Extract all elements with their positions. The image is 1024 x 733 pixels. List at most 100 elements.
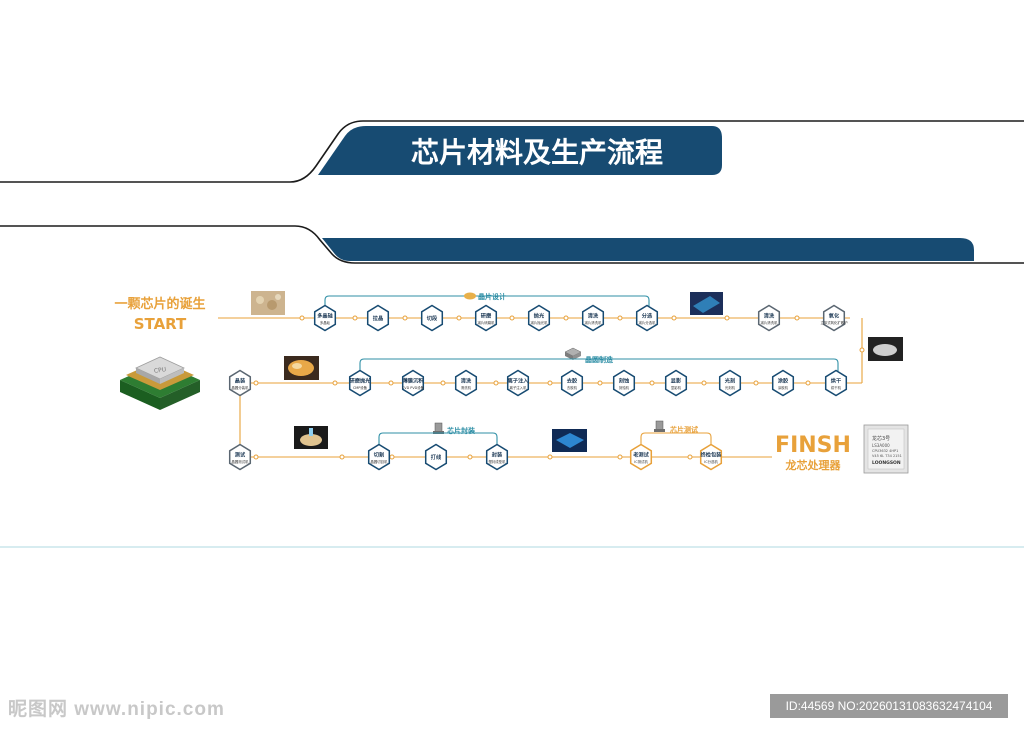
process-step-title: 封装 xyxy=(492,451,503,459)
process-step-equipment: IC分选机 xyxy=(704,459,718,464)
chip-design-bracket xyxy=(324,295,650,306)
flow-dot xyxy=(724,315,730,321)
process-step-equipment: 晶圆切割机 xyxy=(371,459,389,464)
flow-dot xyxy=(389,454,395,460)
process-step: 打线 xyxy=(424,443,448,471)
process-hexagon xyxy=(348,369,372,397)
flow-dot xyxy=(339,454,345,460)
process-step-title: 切段 xyxy=(427,314,438,322)
packaging-machine-icon xyxy=(433,422,444,434)
process-step-title: 切割 xyxy=(374,451,384,459)
process-step-title: 显影 xyxy=(671,377,682,385)
process-step-equipment: CMP设备 xyxy=(353,385,368,390)
processor-line3: CPU3632 4HP1 xyxy=(872,449,898,453)
finish-label-en: FINSH xyxy=(775,433,851,458)
flow-dot xyxy=(493,380,499,386)
process-step-equipment: 减片分选机 xyxy=(639,320,657,325)
process-hexagon xyxy=(664,369,688,397)
process-step-equipment: 清洗机 xyxy=(461,385,472,390)
photo-thumbnails xyxy=(251,291,903,452)
process-hexagon xyxy=(771,369,795,397)
processor-brand: LOONGSON xyxy=(872,460,901,466)
flow-dot xyxy=(253,380,259,386)
process-hexagon xyxy=(420,304,444,332)
process-hexagon xyxy=(228,443,252,471)
process-step-title: 清洗 xyxy=(764,312,775,320)
flow-dot xyxy=(332,380,338,386)
flow-dot xyxy=(547,380,553,386)
process-hexagon xyxy=(635,304,659,332)
process-step-title: 刻蚀 xyxy=(619,377,630,385)
start-label-en: START xyxy=(134,315,187,333)
process-step: 切段 xyxy=(420,304,444,332)
process-step-title: 离子注入 xyxy=(508,377,530,385)
watermark-right: ID:44569 NO:20260131083632474104 xyxy=(770,694,1008,718)
process-step-equipment: 塑封成型机 xyxy=(489,459,507,464)
flow-dot xyxy=(617,315,623,321)
process-step-equipment: 立体式氧化扩散炉 xyxy=(820,320,848,325)
flow-dot xyxy=(563,315,569,321)
process-step-equipment: 多晶硅 xyxy=(320,320,331,325)
process-hexagon xyxy=(474,304,498,332)
chip-packaging-label: 芯片封装 xyxy=(447,426,475,435)
flow-dot xyxy=(805,380,811,386)
process-step-equipment: 涂胶机 xyxy=(778,385,789,390)
processor-line4: V45 6L T34 2151 xyxy=(872,454,902,458)
process-hexagon xyxy=(629,443,653,471)
chip-design-label: 晶片设计 xyxy=(478,292,506,301)
process-step-title: 研磨 xyxy=(481,312,492,320)
flow-dot xyxy=(440,380,446,386)
process-step-equipment: 离子注入机 xyxy=(510,385,528,390)
polysilicon-photo xyxy=(251,291,285,315)
cutting-photo xyxy=(294,426,328,449)
watermark-left: 昵图网 www.nipic.com xyxy=(8,699,225,720)
process-hexagon xyxy=(367,443,391,471)
flow-dot xyxy=(649,380,655,386)
flow-dot xyxy=(467,454,473,460)
flow-dot xyxy=(402,315,408,321)
process-step-title: 薄膜沉积 xyxy=(403,377,425,385)
flow-dot xyxy=(388,380,394,386)
accent-bar xyxy=(322,238,974,261)
wafer-manufacturing-bracket xyxy=(359,358,839,371)
processor-line1: 龙芯3号 xyxy=(872,435,890,442)
process-hexagon xyxy=(401,369,425,397)
process-hexagon xyxy=(485,443,509,471)
flow-dot xyxy=(859,347,865,353)
process-step-equipment: 减片研磨机 xyxy=(478,320,496,325)
process-step-equipment: 显影机 xyxy=(671,385,682,390)
process-step-equipment: CVD PVD设备 xyxy=(402,385,425,390)
packaging-photo xyxy=(552,429,587,452)
wafer-machine-icon xyxy=(564,347,582,360)
page-title: 芯片材料及生产流程 xyxy=(411,136,663,169)
process-hexagon xyxy=(506,369,530,397)
process-hexagon xyxy=(699,443,723,471)
flow-dot xyxy=(597,380,603,386)
cpu-chip-label: CPU xyxy=(154,366,167,375)
process-hexagon xyxy=(612,369,636,397)
process-step-equipment: 减片清洗机 xyxy=(585,320,603,325)
flow-dot xyxy=(547,454,553,460)
process-step-title: 研磨抛光 xyxy=(350,377,372,385)
flow-dot xyxy=(509,315,515,321)
flow-dot xyxy=(794,315,800,321)
process-step: 拉晶 xyxy=(366,304,390,332)
process-hexagon xyxy=(424,443,448,471)
flow-dot xyxy=(352,315,358,321)
flow-dot xyxy=(701,380,707,386)
processor-line2: LS3A000 xyxy=(872,443,890,448)
